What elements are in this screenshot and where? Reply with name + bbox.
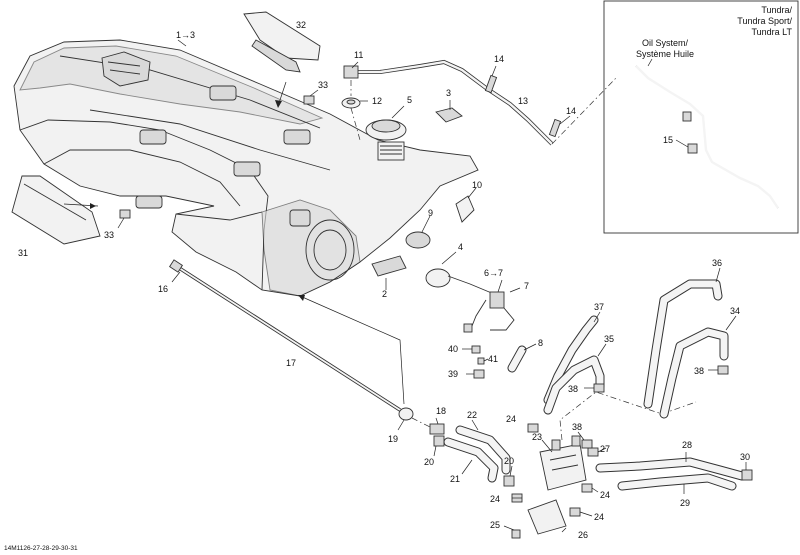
callout-38-c: 38 — [572, 422, 582, 432]
callout-40: 40 — [448, 344, 458, 354]
callout-19: 19 — [388, 434, 398, 444]
callout-6-7: 6→7 — [484, 268, 503, 278]
oil-line-13 — [358, 59, 617, 146]
inset-system-line-1: Oil System/ — [642, 38, 689, 48]
callout-29: 29 — [680, 498, 690, 508]
callout-9: 9 — [428, 208, 433, 218]
callout-41: 41 — [488, 354, 498, 364]
callout-38-a: 38 — [568, 384, 578, 394]
callout-39: 39 — [448, 369, 458, 379]
callout-14-a: 14 — [494, 54, 504, 64]
part-40-clip — [471, 345, 481, 354]
part-26-bracket — [527, 499, 567, 535]
callout-16: 16 — [158, 284, 168, 294]
inset-model-line-3: Tundra LT — [751, 27, 792, 37]
callout-4: 4 — [458, 242, 463, 252]
part-33-clip-a — [303, 95, 315, 105]
part-6-fuel-pump — [425, 251, 521, 333]
part-38-clamp-b — [717, 365, 729, 375]
callout-36: 36 — [712, 258, 722, 268]
callout-14-b: 14 — [566, 106, 576, 116]
callout-24-d: 24 — [594, 512, 604, 522]
part-24-clamp-c — [581, 483, 593, 493]
callout-12: 12 — [372, 96, 382, 106]
callout-5: 5 — [407, 95, 412, 105]
callout-33-b: 33 — [104, 230, 114, 240]
callout-7: 7 — [524, 281, 529, 291]
part-10-ring — [455, 187, 477, 223]
inset-model-line-2: Tundra Sport/ — [737, 16, 792, 26]
callout-33-a: 33 — [318, 80, 328, 90]
part-20-clamp-a — [433, 435, 445, 447]
part-18-fitting — [411, 417, 445, 435]
part-41-grommet — [477, 357, 485, 365]
part-23-valve-block — [539, 435, 587, 491]
callout-1-3: 1→3 — [176, 30, 195, 40]
part-24-clamp-d — [569, 507, 581, 517]
side-panel-31 — [11, 175, 101, 245]
callout-20-a: 20 — [424, 457, 434, 467]
part-3-cap — [435, 107, 463, 123]
top-panel-32 — [243, 11, 321, 108]
fuel-tank — [13, 39, 479, 297]
callout-38-b: 38 — [694, 366, 704, 376]
callout-24-c: 24 — [600, 490, 610, 500]
part-14-fitting-a — [484, 74, 498, 94]
callout-37: 37 — [594, 302, 604, 312]
callout-18: 18 — [436, 406, 446, 416]
callout-35: 35 — [604, 334, 614, 344]
inset-model-line-1: Tundra/ — [761, 5, 792, 15]
callout-31: 31 — [18, 248, 28, 258]
inset-oil-clip-icon — [687, 143, 698, 154]
callout-15: 15 — [663, 135, 673, 145]
inset-panel: Tundra/ Tundra Sport/ Tundra LT Oil Syst… — [603, 0, 799, 234]
part-9-pump-flange — [405, 215, 431, 249]
callout-34: 34 — [730, 306, 740, 316]
callout-25: 25 — [490, 520, 500, 530]
part-27-clamp — [587, 447, 599, 457]
part-30-clamp — [741, 469, 753, 481]
callout-17: 17 — [286, 358, 296, 368]
inset-system-line-2: Système Huile — [636, 49, 694, 59]
part-2-pad — [371, 255, 407, 277]
part-39-clip — [473, 369, 485, 379]
part-17-rod — [169, 259, 401, 412]
callout-3: 3 — [446, 88, 451, 98]
callout-21: 21 — [450, 474, 460, 484]
part-19-fitting — [397, 407, 414, 431]
inset-oil-clamp-icon — [682, 111, 692, 122]
part-33-clip-b — [119, 209, 131, 219]
callout-22: 22 — [467, 410, 477, 420]
drawing-code: 14M1126-27-28-29-30-31 — [4, 545, 78, 552]
callout-28: 28 — [682, 440, 692, 450]
part-11-fitting — [343, 61, 359, 79]
callout-27: 27 — [600, 444, 610, 454]
part-38-clamp-a — [593, 383, 605, 393]
callout-24-b: 24 — [490, 494, 500, 504]
callout-23: 23 — [532, 432, 542, 442]
callout-20-b: 20 — [504, 456, 514, 466]
callout-11: 11 — [354, 50, 363, 60]
callout-26: 26 — [578, 530, 588, 540]
callout-30: 30 — [740, 452, 750, 462]
part-14-fitting-b — [548, 118, 562, 138]
part-12-grommet — [341, 80, 368, 141]
callout-13: 13 — [518, 96, 528, 106]
callout-10: 10 — [472, 180, 482, 190]
part-5-fuel-cap — [365, 105, 407, 141]
part-25-screw — [511, 529, 521, 539]
callout-2: 2 — [382, 289, 387, 299]
part-38-clamp-c — [581, 439, 593, 449]
callout-24-a: 24 — [506, 414, 516, 424]
part-24-clamp-a — [527, 423, 539, 433]
part-20-clamp-b — [503, 475, 515, 487]
callout-32: 32 — [296, 20, 306, 30]
callout-8: 8 — [538, 338, 543, 348]
